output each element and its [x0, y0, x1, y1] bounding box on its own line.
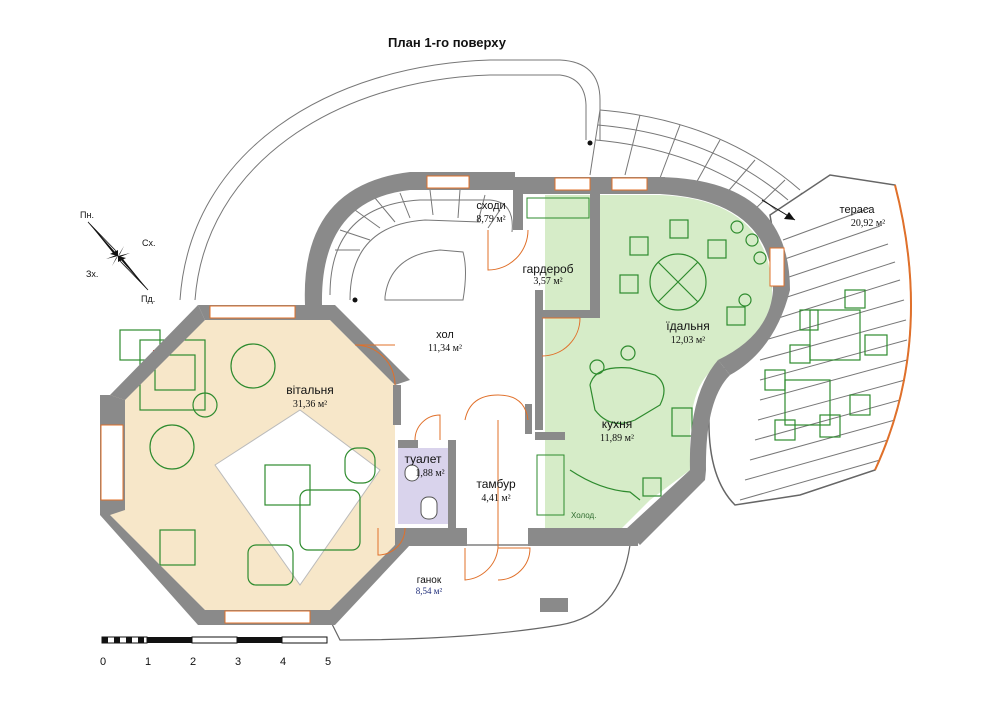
scale-tick-5: 5: [325, 656, 331, 668]
toilet-name: туалет: [405, 452, 442, 466]
kitchen-name: кухня: [602, 417, 633, 431]
doors: [354, 229, 581, 581]
dining-area: 12,03 м²: [671, 335, 705, 346]
living-name: вітальня: [286, 383, 333, 397]
dining-name: їдальня: [665, 319, 709, 333]
compass-icon: [87, 221, 149, 291]
stairs: [329, 189, 513, 303]
scale-tick-2: 2: [190, 656, 196, 668]
scale-bar: [101, 636, 328, 644]
terrace-arrow-icon: [761, 199, 796, 221]
kitchen-dining-floor: [545, 195, 773, 530]
porch: [329, 544, 631, 641]
terrace-area: 20,92 м²: [851, 218, 885, 229]
hall-area: 11,34 м²: [428, 343, 462, 354]
compass-north: Пн.: [80, 210, 94, 220]
stairs-area: 8,79 м²: [476, 214, 505, 225]
scale-tick-1: 1: [145, 656, 151, 668]
outer-arc-inner: [194, 74, 587, 301]
compass-west: Зх.: [86, 269, 98, 279]
kitchen-area: 11,89 м²: [600, 433, 634, 444]
terrace-deck: [708, 174, 912, 506]
wardrobe-name: гардероб: [522, 262, 573, 276]
toilet-fixtures: [404, 464, 438, 520]
outer-arc: [179, 59, 601, 301]
stairs-name: сходи: [476, 200, 505, 212]
porch-area: 8,54 м²: [416, 586, 443, 596]
plan-title: План 1-го поверху: [388, 35, 507, 50]
living-area: 31,36 м²: [293, 399, 327, 410]
compass-east: Сх.: [142, 238, 156, 248]
terrace-name: тераса: [840, 204, 876, 216]
vestibule-name: тамбур: [476, 477, 516, 491]
scale-tick-3: 3: [235, 656, 241, 668]
fridge-label: Холод.: [571, 511, 596, 520]
kitchen-furniture: [569, 345, 693, 501]
hall-name: хол: [436, 329, 454, 341]
porch-name: ганок: [417, 575, 442, 586]
toilet-area: 1,88 м²: [415, 468, 444, 479]
scale-tick-0: 0: [100, 656, 106, 668]
wardrobe-shelves: [526, 197, 590, 516]
windows: [100, 175, 785, 624]
dining-furniture: [619, 219, 767, 326]
vestibule-area: 4,41 м²: [481, 493, 510, 504]
stairs-top-dot: [587, 140, 593, 146]
scale-tick-4: 4: [280, 656, 286, 668]
living-furniture: [119, 329, 376, 586]
compass-south: Пд.: [141, 294, 155, 304]
wardrobe-area: 3,57 м²: [533, 276, 562, 287]
